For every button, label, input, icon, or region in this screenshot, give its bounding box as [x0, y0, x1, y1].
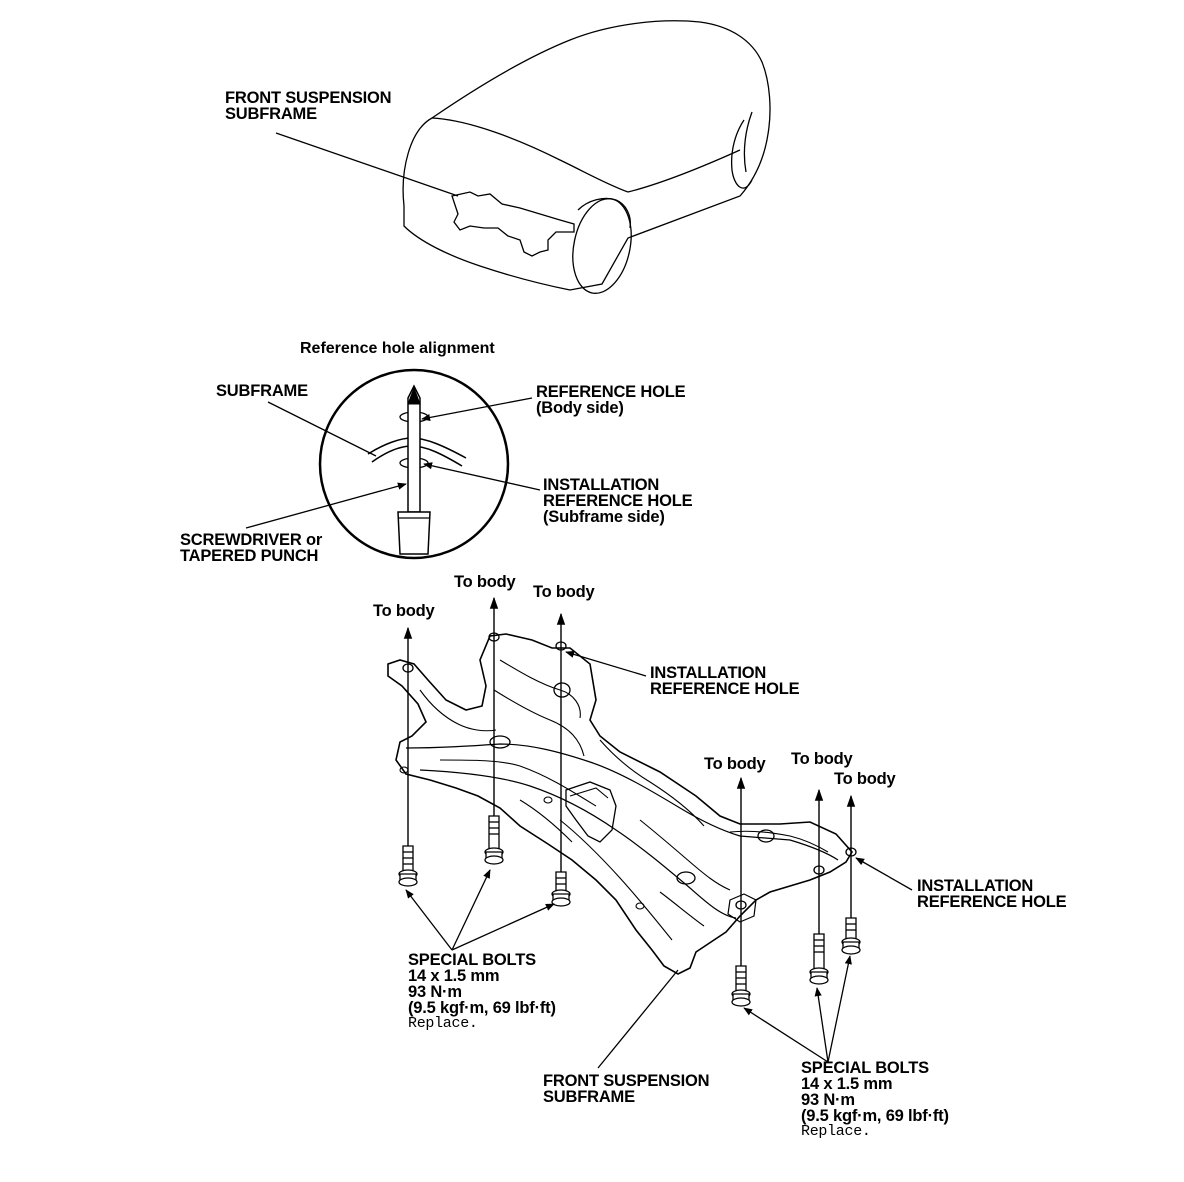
special-bolts-right-label: SPECIAL BOLTS 14 x 1.5 mm 93 N·m (9.5 kg… [801, 1060, 949, 1140]
special-bolts-left-label: SPECIAL BOLTS 14 x 1.5 mm 93 N·m (9.5 kg… [408, 952, 556, 1032]
to-body-label: To body [533, 583, 595, 601]
label-line: INSTALLATION [543, 476, 660, 494]
bolt [842, 918, 860, 954]
car-subframe-leader [276, 133, 458, 196]
bolt-note: Replace. [801, 1123, 871, 1140]
detail-title: Reference hole alignment [300, 340, 495, 357]
bolt [485, 816, 503, 864]
to-body-label: To body [834, 770, 896, 788]
to-body-label: To body [373, 602, 435, 620]
label-line: INSTALLATION [917, 877, 1034, 895]
detail-magnifier [320, 370, 508, 558]
label-line: INSTALLATION [650, 664, 767, 682]
to-body-label: To body [704, 755, 766, 773]
bolt-name: SPECIAL BOLTS [408, 951, 536, 969]
bolt-size: 14 x 1.5 mm [801, 1075, 893, 1093]
to-body-label: To body [791, 750, 853, 768]
label-line: REFERENCE HOLE [650, 680, 800, 698]
exploded-subframe-label: FRONT SUSPENSION SUBFRAME [543, 1072, 710, 1106]
car-subframe-label: FRONT SUSPENSION SUBFRAME [225, 89, 392, 123]
label-line: REFERENCE HOLE [536, 383, 686, 401]
label-line: SUBFRAME [225, 105, 317, 123]
bolt-size: 14 x 1.5 mm [408, 967, 500, 985]
bolt-torque-alt: (9.5 kgf·m, 69 lbf·ft) [408, 999, 556, 1017]
bolt-name: SPECIAL BOLTS [801, 1059, 929, 1077]
detail-screwdriver-label: SCREWDRIVER or TAPERED PUNCH [180, 531, 323, 565]
exploded-leaders [405, 650, 912, 1068]
bolt-torque: 93 N·m [801, 1091, 855, 1109]
to-body-arrows [403, 596, 856, 966]
label-line: TAPERED PUNCH [180, 547, 319, 565]
detail-reference-hole-label: REFERENCE HOLE (Body side) [536, 383, 686, 417]
bolt-torque-alt: (9.5 kgf·m, 69 lbf·ft) [801, 1107, 949, 1125]
label-line: FRONT SUSPENSION [543, 1072, 710, 1090]
bolt [399, 846, 417, 886]
front-suspension-subframe [388, 633, 856, 974]
detail-leaders [246, 398, 540, 528]
label-line: SUBFRAME [543, 1088, 635, 1106]
bolt [732, 966, 750, 1006]
installation-reference-hole-right-label: INSTALLATION REFERENCE HOLE [917, 877, 1067, 911]
bolt-note: Replace. [408, 1015, 478, 1032]
bolt-torque: 93 N·m [408, 983, 462, 1001]
bolt [552, 872, 570, 906]
label-line: (Body side) [536, 399, 624, 417]
label-line: SUBFRAME [216, 382, 308, 400]
label-line: REFERENCE HOLE [543, 492, 693, 510]
label-line: SCREWDRIVER or [180, 531, 323, 549]
detail-subframe-label: SUBFRAME [216, 382, 308, 400]
label-line: FRONT SUSPENSION [225, 89, 392, 107]
detail-installation-reference-hole-label: INSTALLATION REFERENCE HOLE (Subframe si… [543, 476, 693, 526]
label-line: (Subframe side) [543, 508, 665, 526]
label-line: REFERENCE HOLE [917, 893, 1067, 911]
bolt [810, 934, 828, 984]
car-outline [403, 21, 770, 299]
installation-reference-hole-top-label: INSTALLATION REFERENCE HOLE [650, 664, 800, 698]
to-body-label: To body [454, 573, 516, 591]
